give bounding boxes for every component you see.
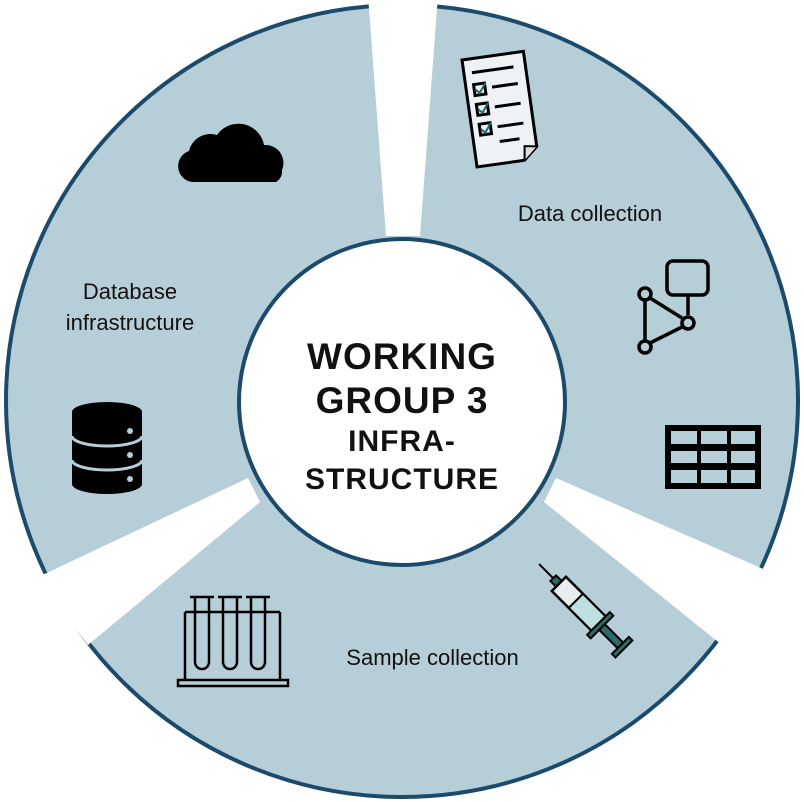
segment-label-data-collection: Data collection bbox=[517, 201, 663, 226]
center-title: WORKING GROUP 3 INFRA- STRUCTURE bbox=[240, 335, 564, 499]
label-line: Database bbox=[82, 279, 178, 304]
table-grid-icon bbox=[665, 425, 761, 489]
syringe-icon bbox=[538, 563, 634, 659]
segment-gap-right bbox=[544, 478, 770, 645]
label-line: infrastructure bbox=[65, 310, 195, 335]
test-tubes-icon bbox=[176, 595, 290, 688]
cloud-icon bbox=[178, 123, 284, 182]
segment-label-sample-collection: Sample collection bbox=[346, 645, 519, 670]
segment-label-database-infrastructure: Database infrastructure bbox=[30, 276, 230, 338]
database-icon bbox=[70, 402, 144, 494]
title-line-3: INFRA- bbox=[348, 425, 456, 458]
segment-gap-left bbox=[36, 478, 260, 645]
title-line-2: GROUP 3 bbox=[315, 380, 489, 421]
title-line-4: STRUCTURE bbox=[305, 463, 499, 496]
checklist-document-icon bbox=[460, 49, 539, 169]
network-diagram-icon bbox=[637, 259, 710, 355]
segment-gap-top bbox=[368, 0, 438, 236]
title-line-1: WORKING bbox=[307, 336, 497, 377]
inner-circle bbox=[237, 237, 567, 567]
